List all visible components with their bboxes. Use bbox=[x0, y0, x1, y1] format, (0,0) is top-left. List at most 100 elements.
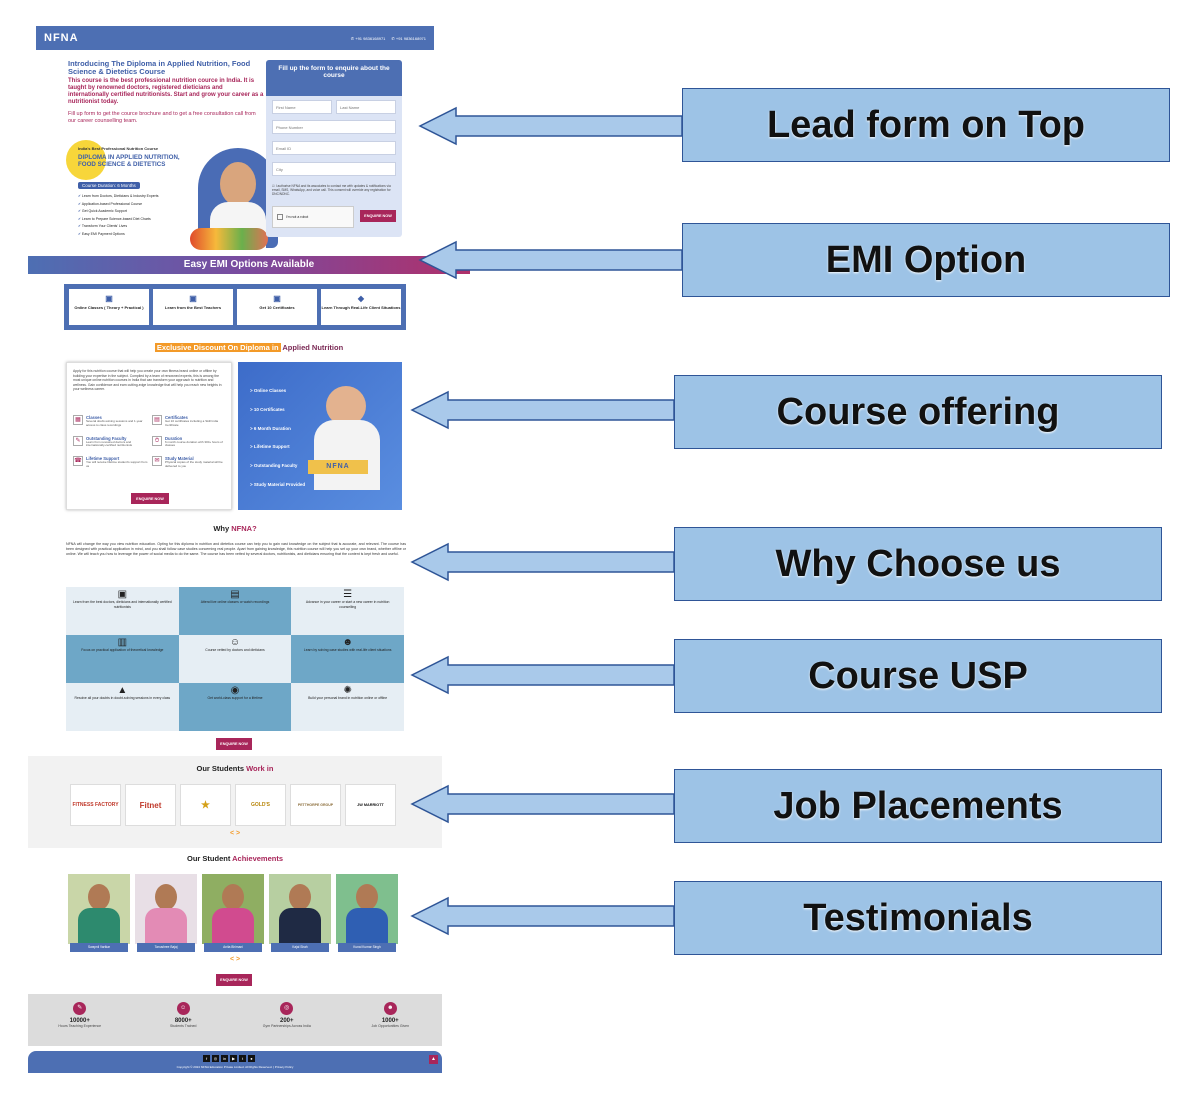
highlight-item: 6 Month Duration bbox=[250, 426, 305, 445]
body-shape bbox=[212, 908, 254, 944]
brand-icon: ✺ bbox=[343, 685, 352, 696]
usp-tile: ▤Attend live online classes or watch rec… bbox=[178, 587, 292, 635]
detail-title: Duration bbox=[165, 435, 183, 441]
client-icon: ☻ bbox=[342, 637, 353, 648]
head-shape bbox=[356, 884, 378, 910]
linkedin-icon[interactable]: in bbox=[221, 1055, 228, 1062]
feature-label: Learn Through Real-Life Client Situation… bbox=[321, 305, 401, 310]
stat-label: Job Opportunities Given bbox=[371, 1024, 410, 1028]
brochure-tag: India's Best Professional Nutrition Cour… bbox=[78, 146, 159, 151]
scroll-to-top-button[interactable]: ▲ bbox=[429, 1055, 438, 1064]
city-input[interactable] bbox=[272, 162, 396, 176]
testimonial-card[interactable]: Anita Bhimani bbox=[202, 874, 264, 952]
phone-input[interactable] bbox=[272, 120, 396, 134]
employer-logo: GOLD'S bbox=[235, 784, 286, 826]
recaptcha-widget[interactable]: I'm not a robot bbox=[272, 206, 354, 228]
why-nfna-title: Why NFNA? bbox=[0, 524, 470, 533]
enquire-now-button[interactable]: ENQUIRE NOW bbox=[216, 974, 252, 986]
course-usp-grid: ▣Learn from the best doctors, dieticians… bbox=[66, 587, 404, 731]
youtube-icon[interactable]: ▶ bbox=[230, 1055, 237, 1062]
classes-icon: ▦ bbox=[73, 415, 83, 425]
stat-item: ☺8000+Students Trained bbox=[143, 1002, 223, 1046]
feature-card: ▣Learn from the Best Teachers bbox=[153, 289, 233, 325]
job-placements-section: Our Students Work in FITNESS FACTORY Fit… bbox=[28, 756, 442, 848]
carousel-arrows[interactable]: < > bbox=[229, 830, 241, 837]
student-photo bbox=[202, 874, 264, 944]
ach-title-a: Our Student bbox=[187, 854, 233, 863]
testimonial-card[interactable]: Kunal Kumar Singh bbox=[336, 874, 398, 952]
arrow-course-offering bbox=[410, 390, 675, 430]
stat-number: 10000+ bbox=[69, 1018, 90, 1024]
faculty-icon: ✎ bbox=[73, 435, 83, 446]
arrow-course-usp bbox=[410, 655, 675, 695]
body-shape bbox=[145, 908, 187, 944]
why-nfna-text: NFNA will change the way you view nutrit… bbox=[66, 542, 406, 556]
usp-tile: ▣Learn from the best doctors, dieticians… bbox=[66, 587, 179, 635]
brochure-point: Get Quick Academic Support bbox=[78, 208, 159, 216]
live-class-icon: ▤ bbox=[230, 589, 240, 600]
achievements-title: Our Student Achievements bbox=[0, 854, 470, 863]
why-title-b: NFNA? bbox=[231, 524, 257, 533]
gym-icon: ◎ bbox=[280, 1002, 294, 1015]
first-name-input[interactable] bbox=[272, 100, 332, 114]
copyright-text: Copyright © 2024 NFNA Education Private … bbox=[176, 1065, 294, 1069]
stat-number: 8000+ bbox=[174, 1018, 192, 1024]
usp-tile: ✺Build your personal brand in nutrition … bbox=[291, 683, 404, 731]
instagram-icon[interactable]: ◎ bbox=[212, 1055, 219, 1062]
student-name: Kunal Kumar Singh bbox=[338, 943, 396, 952]
phone-link-1[interactable]: ✆ +91 9836168971 bbox=[350, 35, 386, 41]
enquire-now-button[interactable]: ENQUIRE NOW bbox=[216, 738, 252, 750]
brochure-points: Learn from Doctors, Dieticians & Industr… bbox=[78, 193, 159, 238]
detail-desc: Learn from renowned doctors and internat… bbox=[86, 439, 133, 448]
feature-label: Get 10 Certificates bbox=[259, 305, 295, 310]
callout-why-choose-us: Why Choose us bbox=[674, 527, 1162, 601]
duration-icon: ⏱ bbox=[152, 435, 162, 446]
hero-text: Introducing The Diploma in Applied Nutri… bbox=[68, 60, 264, 124]
facebook-icon[interactable]: f bbox=[203, 1055, 210, 1062]
testimonial-card[interactable]: Kajal Shah bbox=[269, 874, 331, 952]
feature-label: Learn from the Best Teachers bbox=[164, 305, 222, 310]
testimonial-card[interactable]: Swapnil Vartkar bbox=[68, 874, 130, 952]
phone-link-2[interactable]: ✆ +91 9836168971 bbox=[391, 35, 426, 41]
contact-numbers: ✆ +91 9836168971 ✆ +91 9836168971 bbox=[351, 36, 426, 41]
consent-checkbox-label[interactable]: ☑ I authorise NFNA and its associates to… bbox=[272, 184, 391, 197]
feature-label: Online Classes ( Theory + Practical ) bbox=[74, 305, 144, 310]
career-clipboard-icon: ☰ bbox=[343, 589, 353, 600]
last-name-input[interactable] bbox=[336, 100, 396, 114]
student-name: Tanushree Bajaj bbox=[137, 943, 195, 952]
enquire-now-button[interactable]: ENQUIRE NOW bbox=[131, 493, 169, 504]
detail-title: Study Material bbox=[165, 456, 194, 462]
why-title-a: Why bbox=[213, 524, 232, 533]
emi-banner: Easy EMI Options Available bbox=[28, 256, 470, 274]
carousel-arrows[interactable]: < > bbox=[229, 956, 241, 963]
highlight-item: Study Material Provided bbox=[250, 482, 305, 501]
usp-text: Advance in your career or start a new ca… bbox=[305, 600, 390, 609]
enquire-now-button[interactable]: ENQUIRE NOW bbox=[360, 210, 396, 222]
arrow-why-choose bbox=[410, 542, 675, 582]
lead-form: Fill up the form to enquire about the co… bbox=[266, 60, 402, 237]
location-icon[interactable]: ● bbox=[248, 1055, 255, 1062]
feature-card: ◆ Learn Through Real-Life Client Situatio… bbox=[321, 289, 401, 325]
client-icon: ◆ bbox=[357, 294, 365, 303]
stat-number: 1000+ bbox=[381, 1018, 399, 1024]
jobs-title: Our Students Work in bbox=[28, 764, 442, 773]
online-classes-icon: ▣ bbox=[105, 294, 113, 303]
captcha-checkbox[interactable] bbox=[277, 214, 283, 220]
study-material-icon: ✉ bbox=[152, 456, 162, 467]
body-shape bbox=[78, 908, 120, 944]
stat-label: Hours Teaching Experience bbox=[58, 1024, 102, 1028]
highlight-item: 10 Certificates bbox=[250, 407, 305, 426]
usp-tile: ◉Get world-class support for a lifetime bbox=[178, 683, 292, 731]
course-intro: Apply for this nutrition course that wil… bbox=[73, 369, 222, 391]
email-input[interactable] bbox=[272, 141, 396, 155]
stat-item: ☻1000+Job Opportunities Given bbox=[350, 1002, 430, 1046]
nfna-logo[interactable]: NFNA bbox=[44, 32, 79, 44]
highlight-item: Outstanding Faculty bbox=[250, 463, 305, 482]
stats-band: ✎10000+Hours Teaching Experience ☺8000+S… bbox=[28, 994, 442, 1046]
twitter-icon[interactable]: t bbox=[239, 1055, 246, 1062]
testimonial-card[interactable]: Tanushree Bajaj bbox=[135, 874, 197, 952]
